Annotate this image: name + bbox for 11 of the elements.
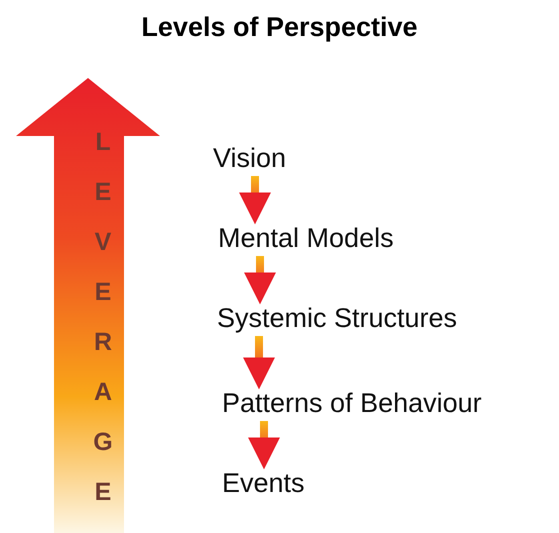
level-label: Mental Models xyxy=(218,222,394,254)
level-label: Vision xyxy=(213,142,286,174)
level-label: Systemic Structures xyxy=(217,302,458,334)
arrow xyxy=(239,176,271,224)
level-label: Events xyxy=(222,467,305,499)
arrow xyxy=(244,256,276,304)
level-label: Patterns of Behaviour xyxy=(222,387,482,419)
arrow xyxy=(243,336,275,390)
vertical-word: LEVERAGE xyxy=(88,128,117,528)
arrow xyxy=(248,421,280,470)
title: Levels of Perspective xyxy=(140,12,419,43)
